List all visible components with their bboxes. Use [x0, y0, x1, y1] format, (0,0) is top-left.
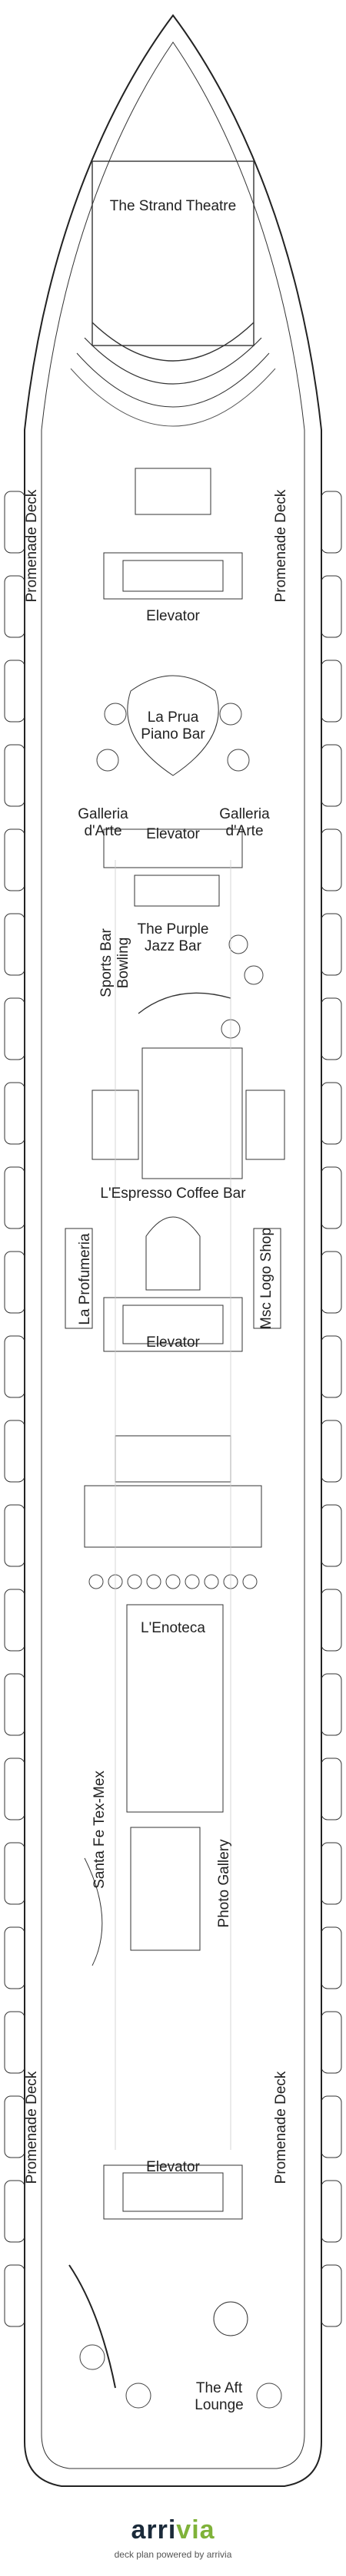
lifeboat — [321, 1589, 342, 1652]
venue-label-aft-lounge[interactable]: The Aft Lounge — [195, 2380, 244, 2413]
lifeboat — [4, 913, 25, 976]
lifeboat — [4, 2095, 25, 2158]
lifeboat — [4, 2180, 25, 2243]
elevator-block-fwd — [103, 552, 243, 600]
promenade-deck-label-fwd-left: Promenade Deck — [24, 489, 40, 603]
lifeboat — [4, 575, 25, 638]
table — [146, 1574, 161, 1589]
piano-bar-area — [96, 675, 250, 776]
lifeboat — [4, 1082, 25, 1145]
lifeboat — [4, 1420, 25, 1483]
venue-label-la-prua-piano-bar[interactable]: La Prua Piano Bar — [141, 709, 205, 742]
enoteca-tables — [88, 1574, 258, 1589]
lifeboat — [4, 744, 25, 807]
central-atrium — [91, 1047, 285, 1179]
lifeboat — [321, 1335, 342, 1398]
lifeboat — [321, 1166, 342, 1229]
venue-label-elevator-aft-mid[interactable]: Elevator — [146, 1334, 200, 1351]
lifeboat — [321, 1673, 342, 1736]
venue-label-purple-jazz-bar[interactable]: The Purple Jazz Bar — [137, 921, 209, 954]
lifeboat — [4, 997, 25, 1060]
venue-label-strand-theatre[interactable]: The Strand Theatre — [109, 198, 237, 214]
shops-area — [65, 1216, 281, 1329]
venue-label-lenoteca[interactable]: L'Enoteca — [141, 1620, 205, 1636]
lifeboat — [4, 1504, 25, 1567]
lifeboat — [4, 1335, 25, 1398]
elevator-block-aft-mid — [103, 1297, 243, 1352]
venue-label-galleria-left[interactable]: Galleria d'Arte — [78, 806, 128, 839]
lifeboat — [321, 575, 342, 638]
venue-label-photo-gallery[interactable]: Photo Gallery — [216, 1839, 232, 1928]
lifeboat — [321, 2180, 342, 2243]
powered-by-text: deck plan powered by arrivia — [114, 2549, 232, 2560]
lifeboat — [4, 2011, 25, 2074]
theatre-area — [70, 160, 276, 515]
venue-label-santa-fe-tex-mex[interactable]: Santa Fe Tex-Mex — [91, 1771, 108, 1889]
elevator-block-aft — [103, 2164, 243, 2220]
venue-label-elevator-mid[interactable]: Elevator — [146, 826, 200, 842]
lifeboat — [4, 1166, 25, 1229]
jazz-bar-area — [134, 875, 264, 1039]
lifeboat — [321, 660, 342, 723]
lifeboat — [4, 1926, 25, 1989]
venue-label-galleria-right[interactable]: Galleria d'Arte — [219, 806, 270, 839]
lifeboat — [4, 1589, 25, 1652]
elevator-block-mid — [103, 828, 243, 868]
lifeboat — [321, 744, 342, 807]
lifeboat — [321, 1758, 342, 1820]
lifeboat — [321, 2264, 342, 2327]
aft-lounge-area — [68, 2264, 282, 2409]
lifeboat — [4, 491, 25, 554]
table — [127, 1574, 142, 1589]
table — [185, 1574, 200, 1589]
lifeboat — [4, 2264, 25, 2327]
lifeboat — [4, 1251, 25, 1314]
lifeboat — [321, 2011, 342, 2074]
lifeboat — [321, 1251, 342, 1314]
lifeboat — [4, 828, 25, 891]
lifeboat — [321, 913, 342, 976]
arrivia-logo: arrivia — [0, 2515, 346, 2545]
venue-label-la-profumeria[interactable]: La Profumeria — [77, 1233, 93, 1325]
arrivia-logo-part2: via — [176, 2515, 215, 2545]
lifeboat — [4, 660, 25, 723]
lifeboat — [4, 1673, 25, 1736]
venue-label-msc-logo-shop[interactable]: Msc Logo Shop — [258, 1227, 274, 1329]
table — [165, 1574, 181, 1589]
venue-label-espresso-coffee-bar[interactable]: L'Espresso Coffee Bar — [100, 1185, 246, 1202]
lifeboat — [321, 1504, 342, 1567]
restaurant-area — [84, 1604, 224, 1966]
hull-inner — [41, 41, 305, 2469]
promenade-deck-label-aft-left: Promenade Deck — [24, 2071, 40, 2184]
table — [204, 1574, 219, 1589]
promenade-deck-label-aft-right: Promenade Deck — [273, 2071, 289, 2184]
table — [88, 1574, 104, 1589]
hull-outline — [24, 14, 322, 2487]
lifeboat — [321, 1842, 342, 1905]
venue-label-elevator-fwd[interactable]: Elevator — [146, 608, 200, 624]
lifeboat — [4, 1842, 25, 1905]
lifeboat — [321, 1082, 342, 1145]
table — [242, 1574, 258, 1589]
enoteca-area — [84, 1435, 262, 1589]
lifeboat — [321, 1926, 342, 1989]
lifeboats-left — [4, 491, 25, 2327]
lifeboat — [4, 1758, 25, 1820]
promenade-deck-label-fwd-right: Promenade Deck — [273, 489, 289, 603]
venue-label-elevator-aft[interactable]: Elevator — [146, 2159, 200, 2175]
lifeboats-right — [321, 491, 342, 2327]
lifeboat — [321, 828, 342, 891]
lifeboat — [321, 1420, 342, 1483]
lifeboat — [321, 491, 342, 554]
arrivia-logo-part1: arri — [131, 2515, 177, 2545]
lifeboat — [321, 2095, 342, 2158]
lifeboat — [321, 997, 342, 1060]
